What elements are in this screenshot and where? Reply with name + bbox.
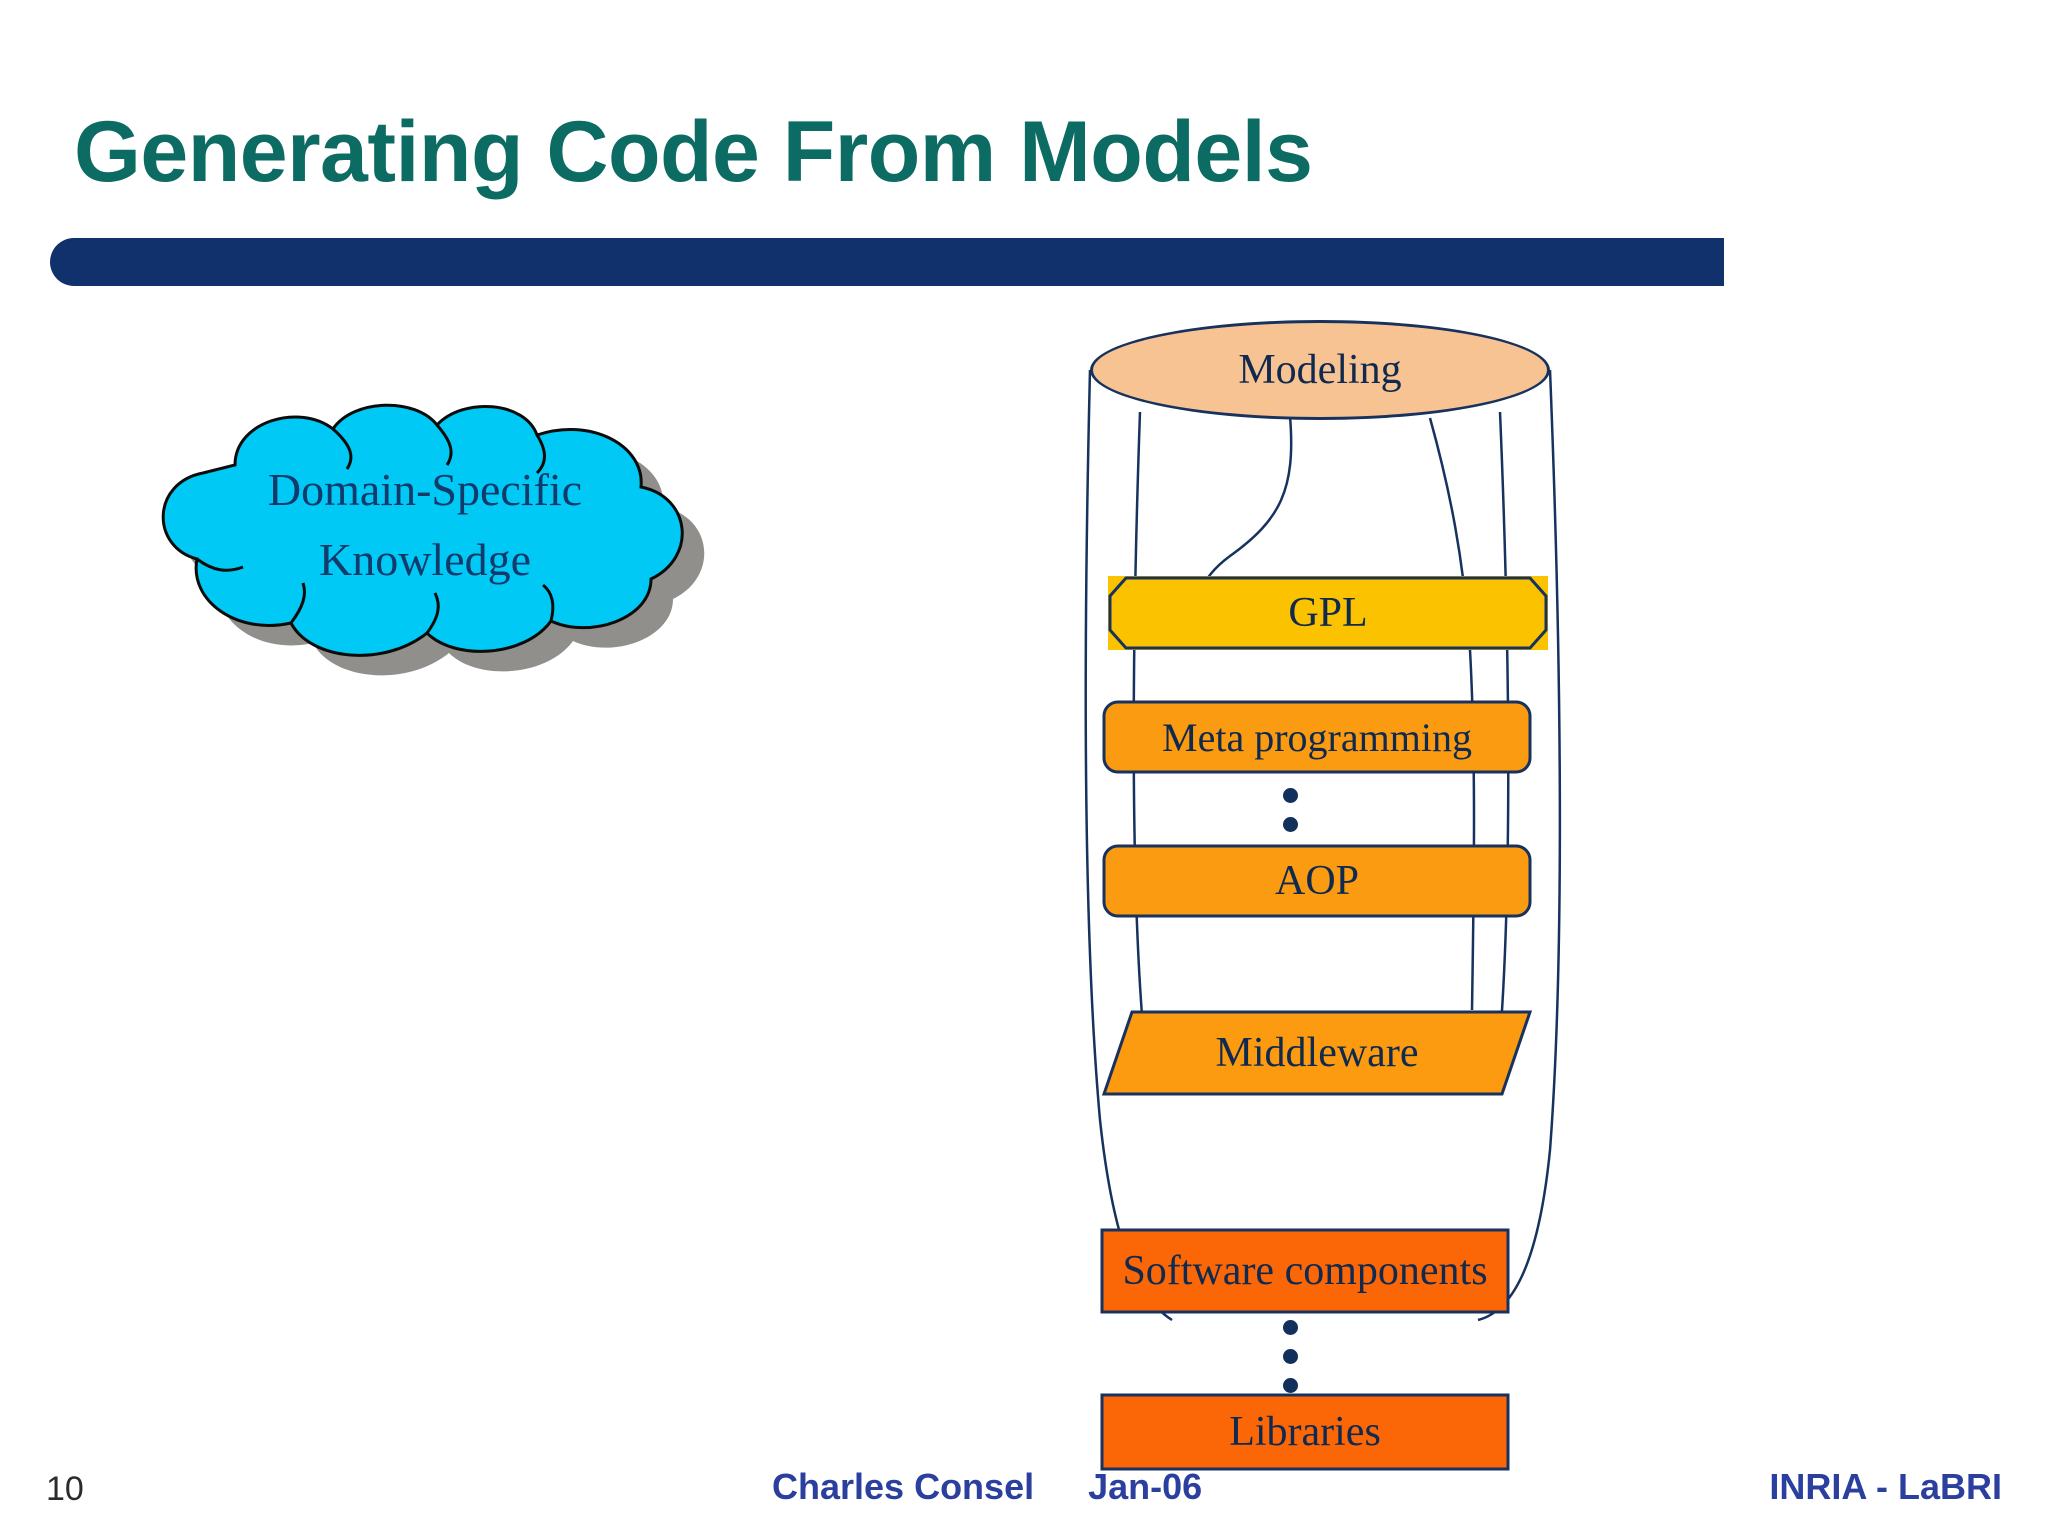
layer-software-components-shape <box>1100 1228 1510 1314</box>
footer-author-date: Charles Consel Jan-06 <box>772 1466 1202 1508</box>
layer-middleware: Middleware <box>1102 1010 1532 1096</box>
title-underline-bar <box>50 238 1724 286</box>
dot <box>1282 1349 1298 1364</box>
cloud-inner-scallops <box>196 424 555 634</box>
layer-aop-shape <box>1102 844 1532 918</box>
layer-software-components: Software components <box>1100 1228 1510 1314</box>
layer-libraries-label: Libraries <box>1229 1409 1381 1455</box>
layer-middleware-label: Middleware <box>1215 1030 1419 1076</box>
layer-meta-programming-shape <box>1102 700 1532 774</box>
footer-author: Charles Consel <box>772 1466 1035 1507</box>
layer-modeling: Modeling <box>1090 320 1550 420</box>
cloud-label-line2: Knowledge <box>318 534 532 585</box>
footer-affiliation: INRIA - LaBRI <box>1769 1466 2002 1507</box>
layer-gpl: GPL <box>1108 576 1548 650</box>
layer-aop: AOP <box>1102 844 1532 918</box>
layer-gpl-shape <box>1108 576 1548 650</box>
domain-specific-knowledge-cloud: Domain-Specific Knowledge <box>85 395 805 685</box>
footer-date: Jan-06 <box>1088 1466 1203 1507</box>
code-generation-stack-diagram: Modeling GPL Meta programming AOP Middle… <box>1080 320 1600 1480</box>
dot <box>1282 1378 1298 1393</box>
layer-meta-programming: Meta programming <box>1102 700 1532 774</box>
layer-middleware-shape <box>1102 1010 1532 1096</box>
dot <box>1282 1320 1298 1335</box>
page-title: Generating Code From Models <box>74 104 1313 200</box>
cloud-shape-svg <box>161 403 705 676</box>
cylinder-wall-outer-right <box>1477 369 1562 1322</box>
layer-aop-label: AOP <box>1274 858 1360 904</box>
layer-libraries-shape <box>1100 1393 1510 1471</box>
layer-gpl-label: GPL <box>1288 590 1368 636</box>
layer-software-components-label: Software components <box>1122 1248 1488 1294</box>
layer-meta-programming-label: Meta programming <box>1162 714 1472 760</box>
cloud-body <box>161 403 684 657</box>
vertical-ellipsis-icon-lower <box>1280 1320 1300 1393</box>
layer-libraries: Libraries <box>1100 1393 1510 1471</box>
dot <box>1282 788 1298 803</box>
layer-modeling-label: Modeling <box>1238 347 1402 393</box>
dot <box>1282 817 1298 832</box>
cloud-label: Domain-Specific Knowledge <box>175 455 675 595</box>
cloud-label-line1: Domain-Specific <box>267 464 583 515</box>
page-number: 10 <box>46 1470 84 1508</box>
